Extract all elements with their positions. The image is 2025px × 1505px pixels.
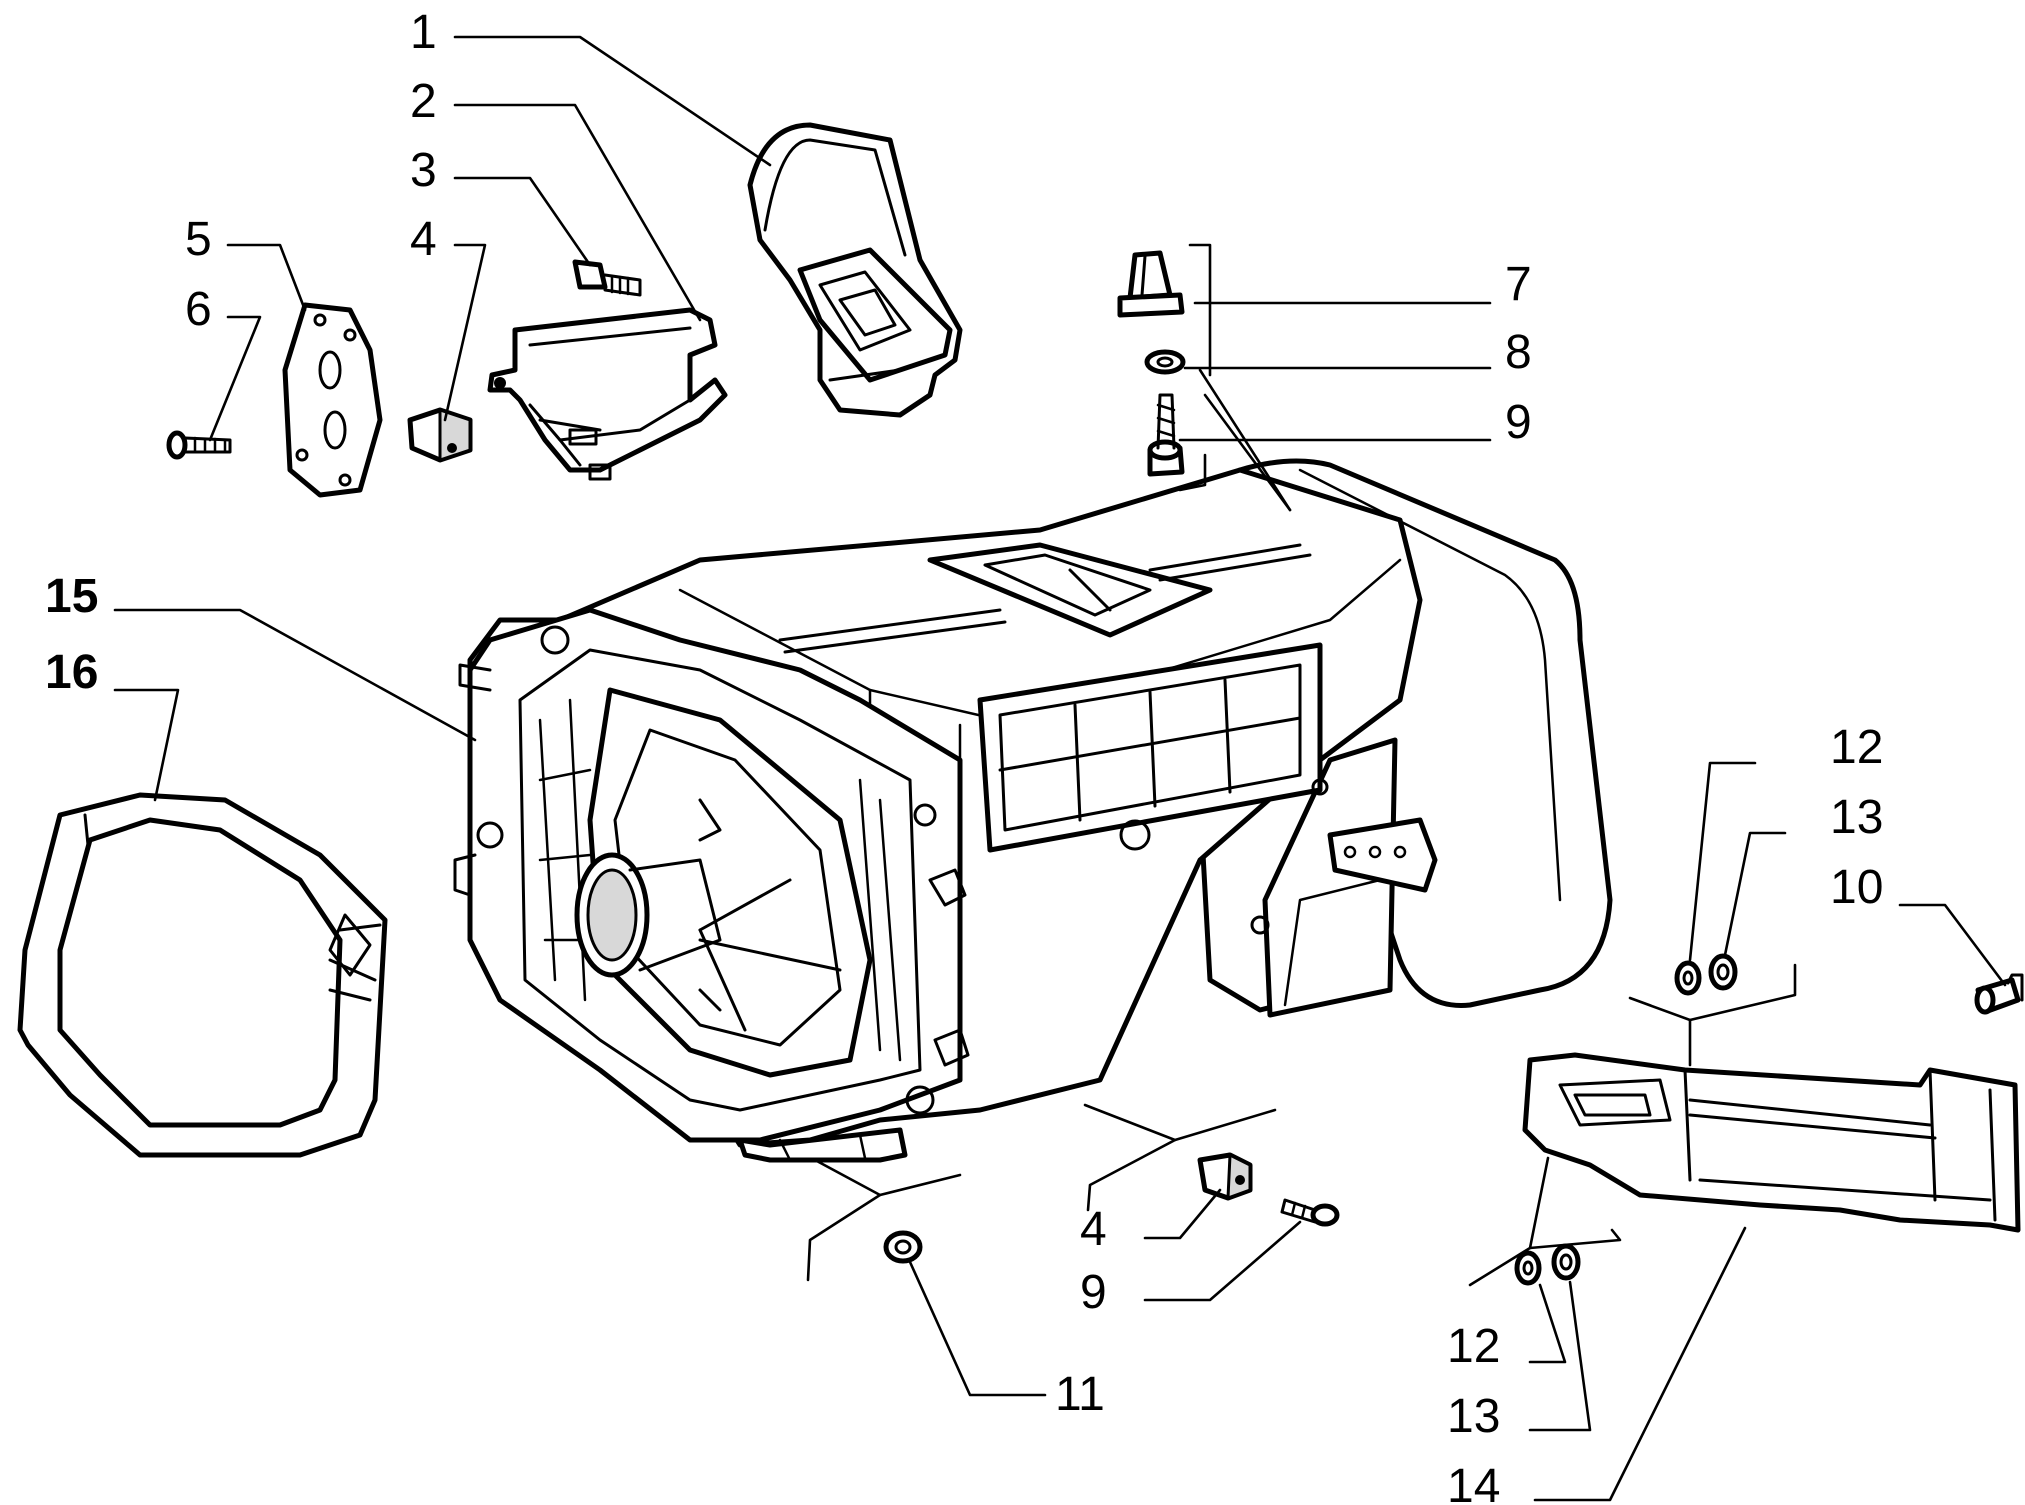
part-11-nut: [883, 1230, 923, 1264]
callout-12-lower: 12: [1447, 1320, 1500, 1373]
leader-lines: [113, 35, 2007, 1502]
callout-7: 7: [1505, 258, 1532, 311]
part-4-clip-top: [407, 407, 473, 463]
callout-15: 15: [45, 570, 98, 623]
callout-4-lower: 4: [1080, 1203, 1107, 1256]
callout-8: 8: [1505, 326, 1532, 379]
callout-9-lower: 9: [1080, 1266, 1107, 1319]
part-8-washer: [1144, 349, 1186, 375]
callout-labels: 1 2 3 4 5 6 7 8 9 15 16 12 13 10 4 9 11 …: [45, 6, 1883, 1505]
callout-13: 13: [1830, 791, 1883, 844]
callout-14: 14: [1447, 1460, 1500, 1505]
callout-12: 12: [1830, 721, 1883, 774]
callout-3: 3: [410, 144, 437, 197]
part-16-gasket: [17, 792, 388, 1158]
part-1-air-duct: [747, 122, 963, 418]
part-3-screw: [572, 259, 642, 297]
callout-2: 2: [410, 75, 437, 128]
part-9-bolt-top: [1147, 393, 1185, 477]
callout-5: 5: [185, 213, 212, 266]
part-9-screw-bottom: [1280, 1198, 1340, 1227]
part-14-side-duct: [1522, 1052, 2021, 1233]
callout-13-lower: 13: [1447, 1390, 1500, 1443]
callout-1: 1: [410, 6, 437, 59]
part-6-screw: [166, 430, 232, 460]
part-2-bracket: [487, 307, 728, 481]
callout-6: 6: [185, 283, 212, 336]
part-5-plate: [282, 302, 383, 498]
part-10-bolt: [1974, 973, 2024, 1015]
callout-16: 16: [45, 646, 98, 699]
callout-10: 10: [1830, 861, 1883, 914]
parts-12-13-upper: [1674, 953, 1738, 996]
callout-11: 11: [1055, 1368, 1105, 1421]
heater-housing: [453, 458, 1613, 1163]
part-4-clip-bottom: [1197, 1152, 1253, 1201]
part-7-grommet: [1117, 250, 1185, 318]
callout-4: 4: [410, 213, 437, 266]
callout-9: 9: [1505, 396, 1532, 449]
